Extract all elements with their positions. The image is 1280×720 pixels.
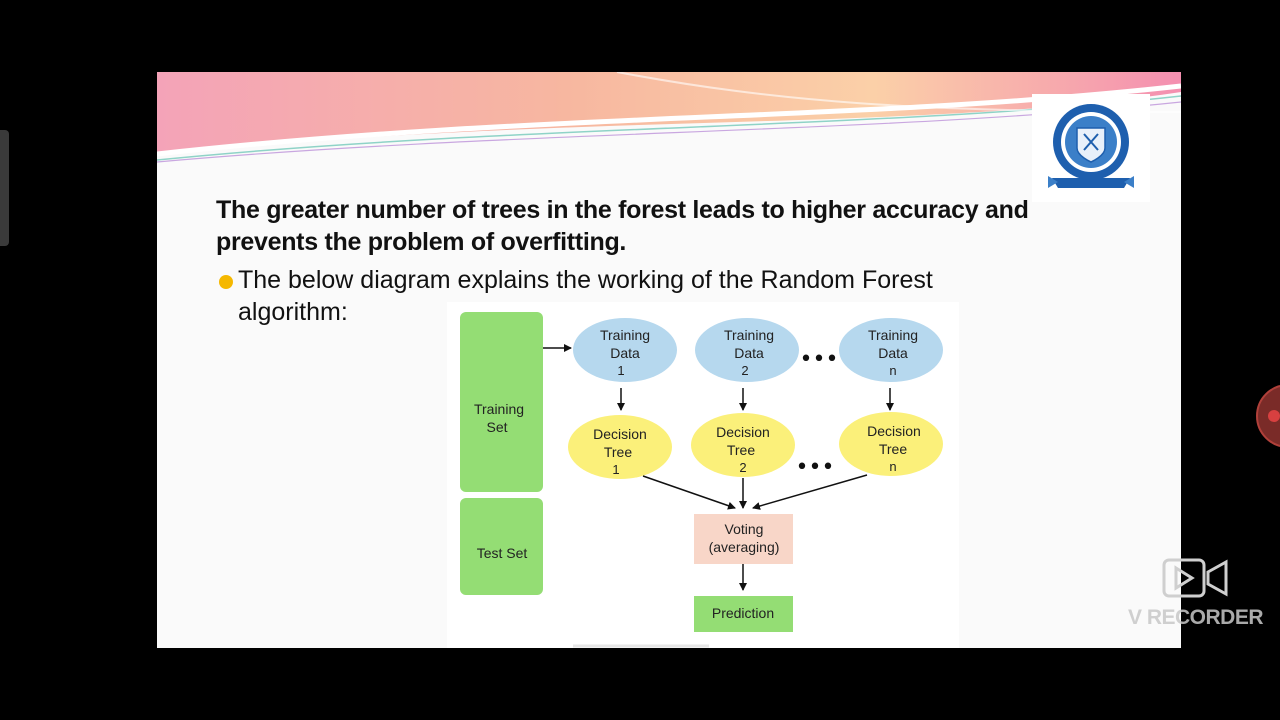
random-forest-diagram: Training Set Test Set Training Data 1 Tr…	[447, 302, 959, 648]
arrow	[642, 475, 736, 510]
voting-label: (averaging)	[709, 539, 780, 555]
training-set-box	[460, 312, 543, 492]
test-set-label: Test Set	[477, 545, 528, 561]
slide: The greater number of trees in the fores…	[157, 72, 1181, 648]
arrow	[752, 474, 868, 510]
decision-tree-1-label: Decision	[593, 426, 647, 442]
college-logo	[1032, 94, 1150, 202]
training-data-n	[839, 318, 943, 382]
decision-tree-2	[691, 413, 795, 477]
decision-tree-n-label: Decision	[867, 423, 921, 439]
slide-banner-decoration	[157, 72, 1181, 163]
recorder-watermark: V RECORDER	[1128, 606, 1264, 629]
training-data-1-label: 1	[617, 363, 624, 378]
bullet-text: The below diagram explains the working o…	[238, 266, 933, 326]
ellipsis: •••	[796, 455, 835, 480]
left-edge-handle[interactable]	[0, 130, 9, 246]
training-data-n-label: n	[889, 363, 896, 378]
training-data-2	[695, 318, 799, 382]
decision-tree-1-label: 1	[612, 462, 619, 477]
voting-label: Voting	[725, 521, 764, 537]
decision-tree-1	[568, 415, 672, 479]
bullet-icon	[219, 275, 233, 289]
video-camera-icon	[1162, 558, 1228, 598]
voting-box	[694, 514, 793, 564]
slide-heading: The greater number of trees in the fores…	[216, 196, 1029, 256]
training-data-n-label: Data	[878, 345, 908, 361]
decision-tree-n-label: n	[889, 459, 896, 474]
training-data-1-label: Data	[610, 345, 640, 361]
test-set-box	[460, 498, 543, 595]
decision-tree-n	[839, 412, 943, 476]
ellipsis: •••	[800, 347, 839, 372]
decision-tree-2-label: 2	[739, 460, 746, 475]
prediction-label: Prediction	[712, 605, 774, 621]
training-data-2-label: Data	[734, 345, 764, 361]
training-data-n-label: Training	[868, 327, 918, 343]
prediction-box	[694, 596, 793, 632]
decision-tree-n-label: Tree	[879, 441, 907, 457]
decision-tree-2-label: Decision	[716, 424, 770, 440]
decision-tree-1-label: Tree	[604, 444, 632, 460]
record-dot-icon	[1268, 410, 1280, 422]
training-set-label: Training	[474, 401, 524, 417]
training-data-1-label: Training	[600, 327, 650, 343]
decision-tree-2-label: Tree	[727, 442, 755, 458]
training-data-2-label: Training	[724, 327, 774, 343]
training-data-2-label: 2	[741, 363, 748, 378]
training-set-label: Set	[486, 419, 507, 435]
record-button[interactable]	[1256, 384, 1280, 448]
training-data-1	[573, 318, 677, 382]
